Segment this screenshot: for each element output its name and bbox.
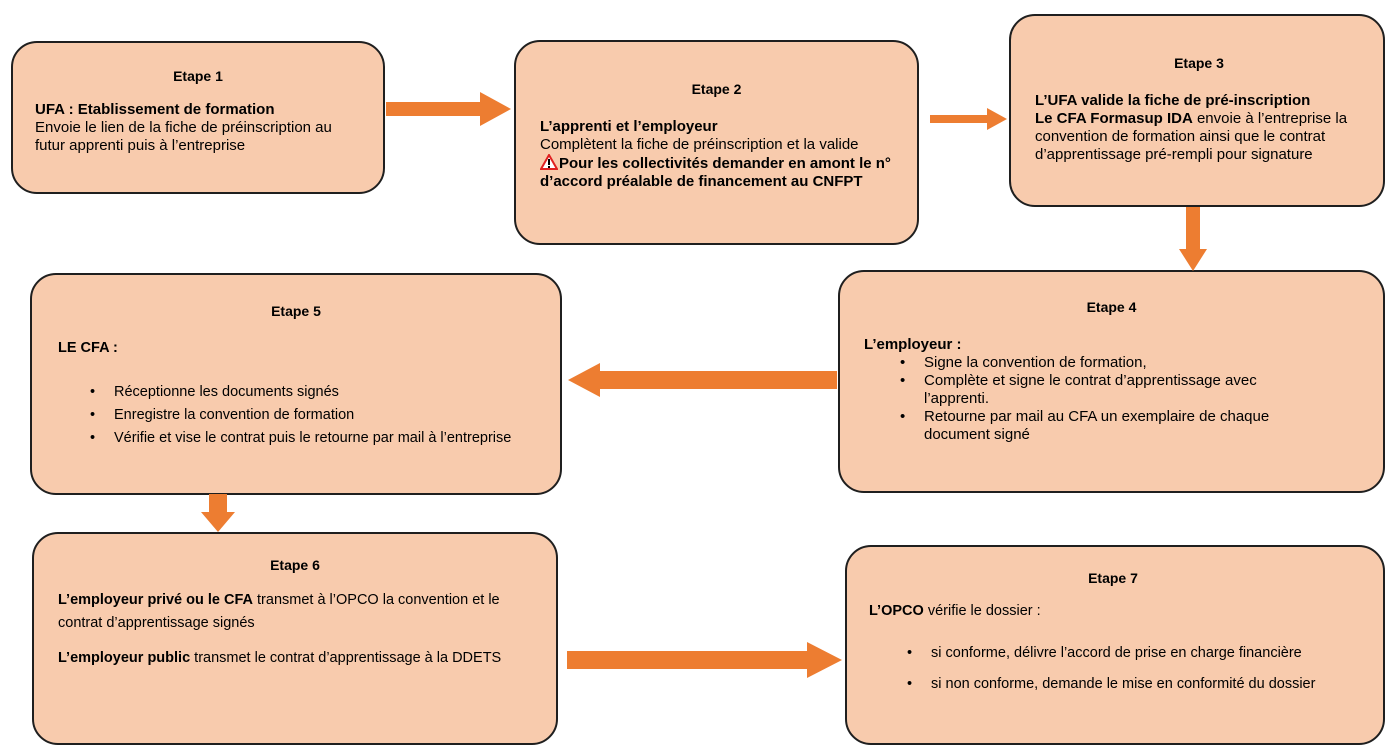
- step-2-box: Etape 2 L’apprenti et l’employeur Complè…: [514, 40, 919, 245]
- step-6-title: Etape 6: [270, 557, 320, 573]
- step-5-box: Etape 5 LE CFA : Réceptionne les documen…: [30, 273, 562, 495]
- step-6-box: Etape 6 L’employeur privé ou le CFA tran…: [32, 532, 558, 745]
- step-3-line-2: Le CFA Formasup IDA envoie à l’entrepris…: [1035, 110, 1363, 164]
- step-7-heading: L’OPCO vérifie le dossier :: [869, 600, 1357, 623]
- step-3-cfa-name: Le CFA Formasup IDA: [1035, 110, 1193, 127]
- step-6-public-employer: L’employeur public: [58, 650, 191, 666]
- step-2-warning-text: Pour les collectivités demander en amont…: [540, 154, 893, 191]
- step-4-box: Etape 4 L’employeur : Signe la conventio…: [838, 270, 1385, 493]
- step-5-item: Enregistre la convention de formation: [80, 404, 520, 427]
- step-6-private-employer: L’employeur privé ou le CFA: [58, 592, 253, 608]
- step-4-heading: L’employeur :: [864, 336, 962, 353]
- step-6-text-1: transmet à l’OPCO la convention et le co…: [58, 592, 500, 631]
- step-1-box: Etape 1 UFA : Etablissement de formation…: [11, 41, 385, 194]
- arrow-step-6-to-7: [567, 642, 842, 678]
- arrow-step-1-to-2: [386, 92, 511, 126]
- step-1-heading: UFA : Etablissement de formation: [35, 101, 275, 118]
- step-5-list: Réceptionne les documents signés Enregis…: [58, 381, 520, 450]
- step-4-item: Signe la convention de formation,: [890, 354, 1280, 372]
- arrow-step-5-to-6: [201, 494, 235, 532]
- step-4-list: Signe la convention de formation, Complè…: [864, 354, 1280, 444]
- step-4-title: Etape 4: [1086, 299, 1137, 315]
- step-3-title: Etape 3: [1174, 55, 1224, 71]
- step-6-paragraph-1: L’employeur privé ou le CFA transmet à l…: [58, 589, 532, 635]
- step-2-title: Etape 2: [691, 81, 742, 97]
- step-4-item: Complète et signe le contrat d’apprentis…: [890, 372, 1280, 408]
- step-2-warning-label: Pour les collectivités demander en amont…: [540, 155, 891, 190]
- step-1-title: Etape 1: [173, 68, 223, 84]
- step-3-line-1: L’UFA valide la fiche de pré-inscription: [1035, 92, 1311, 109]
- warning-triangle-icon: [540, 154, 558, 170]
- step-7-item: si conforme, délivre l’accord de prise e…: [897, 641, 1337, 666]
- step-2-heading: L’apprenti et l’employeur: [540, 118, 718, 135]
- step-1-text: Envoie le lien de la fiche de préinscrip…: [35, 119, 332, 154]
- step-3-box: Etape 3 L’UFA valide la fiche de pré-ins…: [1009, 14, 1385, 207]
- step-7-title: Etape 7: [1088, 570, 1138, 586]
- step-2-text: Complètent la fiche de préinscription et…: [540, 136, 859, 153]
- step-4-item: Retourne par mail au CFA un exemplaire d…: [890, 408, 1280, 444]
- step-3-text: envoie à l’entreprise la convention de f…: [1035, 110, 1348, 163]
- step-5-heading: LE CFA :: [58, 340, 118, 356]
- step-7-list: si conforme, délivre l’accord de prise e…: [869, 641, 1337, 697]
- step-5-item: Réceptionne les documents signés: [80, 381, 520, 404]
- arrow-step-2-to-3: [930, 108, 1007, 130]
- arrow-step-3-to-4: [1179, 207, 1207, 271]
- step-6-paragraph-2: L’employeur public transmet le contrat d…: [58, 647, 532, 670]
- step-6-text-2: transmet le contrat d’apprentissage à la…: [190, 650, 502, 666]
- step-7-item: si non conforme, demande le mise en conf…: [897, 672, 1337, 697]
- arrow-step-4-to-5: [568, 363, 837, 397]
- step-7-box: Etape 7 L’OPCO vérifie le dossier : si c…: [845, 545, 1385, 745]
- step-5-title: Etape 5: [271, 303, 321, 319]
- step-7-heading-text: vérifie le dossier :: [923, 603, 1041, 619]
- step-5-item: Vérifie et vise le contrat puis le retou…: [80, 427, 520, 450]
- step-7-opco: L’OPCO: [869, 603, 924, 619]
